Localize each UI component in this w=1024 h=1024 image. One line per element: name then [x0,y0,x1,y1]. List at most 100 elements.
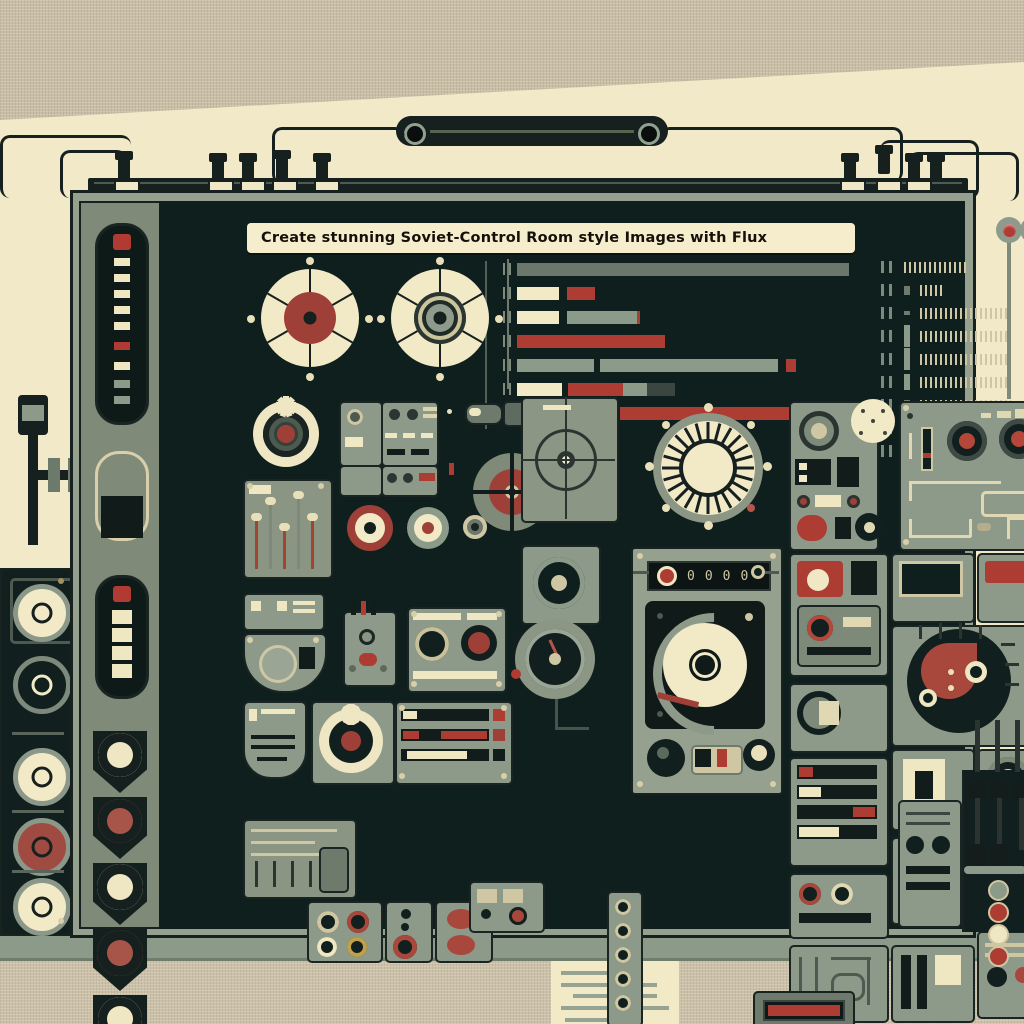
module-knob-c[interactable] [407,409,418,420]
speedometer-tick [979,625,982,639]
riser-lamp-3[interactable] [988,924,1009,945]
riser-lamp-2[interactable] [988,902,1009,923]
lower-seg-red [113,586,131,602]
dial-bolt [306,373,314,381]
right-k-knob-2[interactable] [831,883,853,905]
module-slot-a [345,437,363,447]
console-face: Create stunning Soviet-Control Room styl… [159,201,1024,1024]
outboard-dial-3[interactable] [13,748,71,806]
bottom-b-knob-1[interactable] [317,911,339,933]
main-dial-right[interactable] [391,269,489,367]
bottom-c-knob[interactable] [393,935,417,959]
bottom-a-pin [273,861,276,887]
right-cabinet-bar [906,882,950,890]
dial-bolt [365,315,373,323]
bar-seg [623,383,647,396]
radial-sunburst-dial[interactable] [653,413,763,523]
bottom-d-btn-2[interactable] [447,935,475,955]
shield-gauge-5[interactable] [93,995,147,1024]
conduit-stud-1 [115,151,133,180]
log-text-line [920,284,942,296]
gear-wheel[interactable] [319,703,383,773]
right-cabinet-knob-2[interactable] [932,836,950,854]
outboard-dial-2[interactable] [13,656,71,714]
twin-dial-left[interactable] [415,627,449,661]
rail-toggle-switch[interactable] [95,451,149,541]
right-module-a-btn-red2[interactable] [847,495,860,508]
level-seg-8 [114,396,130,404]
bar-chart-module[interactable] [753,991,855,1024]
riser-lamp-top-2[interactable] [1020,217,1024,243]
panel-led-strip [293,609,315,613]
meter-knob-right-dot [751,745,767,761]
dial-center-pin [303,311,317,325]
outboard-dial-4[interactable] [13,818,71,876]
speedometer-tick [939,623,942,639]
right-cabinet-line [906,812,950,815]
outboard-dial-5[interactable] [13,878,71,936]
speedometer-tick [1005,683,1019,686]
right-n-trace-4 [867,957,870,1005]
riser-lamp-4[interactable] [988,946,1009,967]
right-cabinet-knob-1[interactable] [906,836,924,854]
outboard-dial-1[interactable] [13,584,71,642]
meter-side-knob[interactable] [751,565,765,579]
bottom-b-knob-4[interactable] [347,937,367,957]
bottom-module-b[interactable] [307,901,383,963]
lower-level-gauge[interactable] [95,575,149,699]
right-m-knob2[interactable] [1015,967,1024,983]
riser-lamp-top-1[interactable] [996,217,1022,243]
right-k-knob-1[interactable] [799,883,821,905]
module-knob-a[interactable] [347,409,363,425]
readout-row-5 [503,357,867,374]
log-blip [904,374,910,390]
slide-switch-handle [469,408,481,416]
cable-terminal-2 [990,782,1008,798]
connector-screw-1 [349,665,356,672]
shield-gauge-3[interactable] [93,863,147,925]
module-knob-e[interactable] [403,473,413,483]
gear-dial[interactable] [253,396,319,467]
row-tick-icon [503,263,515,275]
module-knob-b[interactable] [389,409,400,420]
cabinet-divider-2 [12,810,64,813]
connector-pin-3 [371,601,376,615]
connector-module[interactable] [343,611,397,687]
bottom-a-pin [309,861,312,887]
bottom-b-knob-3[interactable] [317,937,337,957]
right-module-c-knob[interactable] [807,569,829,591]
bottom-module-e[interactable] [469,881,545,933]
right-module-a-bigbutton[interactable] [797,515,827,541]
sunburst-inner [683,443,733,493]
level-seg-4 [114,306,130,314]
primary-instrument[interactable]: 0 0 0 0 [627,547,801,795]
gear-wheel-center-red [341,731,361,751]
right-module-c-dial[interactable] [807,615,833,641]
shield-gauge-2[interactable] [93,797,147,859]
bottom-a-line [251,829,337,832]
conduit-stud-5 [313,153,331,182]
right-module-a-switch[interactable] [835,517,851,539]
readout-row-2 [503,285,867,302]
right-m-knob[interactable] [987,967,1007,987]
module-block-c[interactable] [339,465,383,497]
bottom-d-btn-1[interactable] [447,909,475,929]
shield-gauge-1[interactable] [93,731,147,793]
console-left-rail [79,201,161,1024]
pipe-valve-cap [22,405,44,421]
bottom-b-knob-2[interactable] [347,911,369,933]
right-module-a-btn-red[interactable] [797,495,810,508]
scale-disc [663,623,747,707]
module-led-2 [403,433,415,438]
riser-lamp-1[interactable] [988,880,1009,901]
right-h-led-3 [853,807,875,817]
half-round-dial[interactable] [259,645,297,683]
main-dial-left[interactable] [261,269,359,367]
right-side-cabinet[interactable] [898,800,962,928]
module-knob-d[interactable] [387,473,397,483]
bottom-e-knob[interactable] [509,907,527,925]
upper-level-gauge[interactable] [95,223,149,425]
right-h-led-4 [799,827,839,837]
sunburst-tick [706,422,710,442]
